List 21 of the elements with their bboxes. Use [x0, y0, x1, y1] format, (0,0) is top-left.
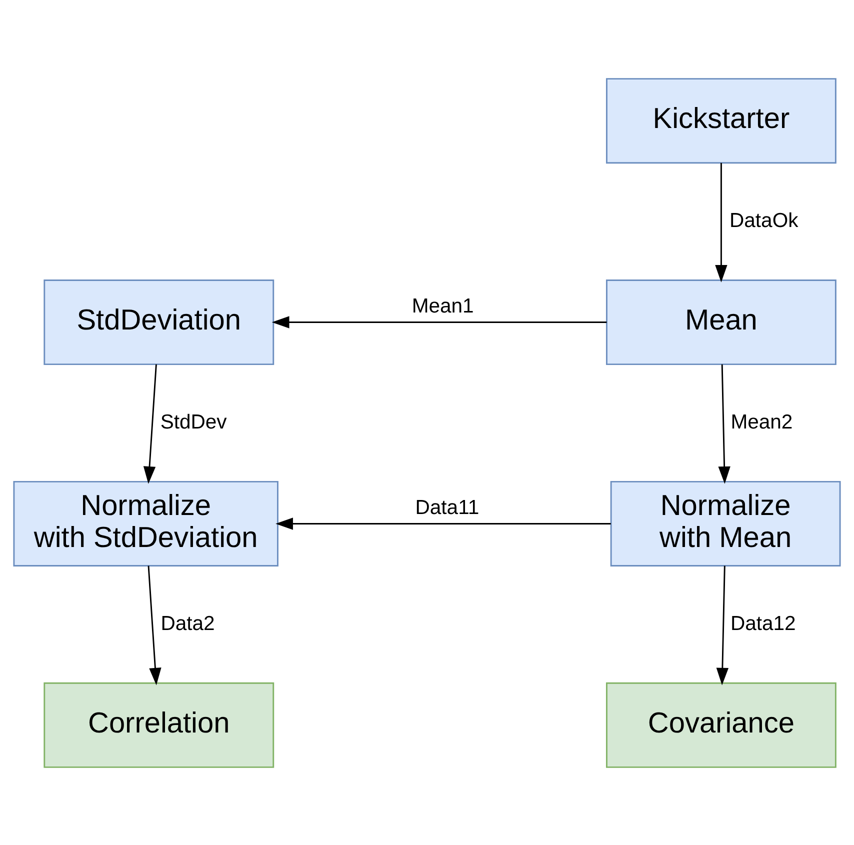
edge-label: Mean1 [412, 294, 474, 317]
arrow [716, 565, 729, 685]
node-box: Normalize with StdDeviation [13, 480, 278, 566]
arrow [272, 316, 607, 328]
arrow [143, 364, 157, 484]
edge-label: Data11 [415, 496, 480, 518]
node-box: Mean [606, 279, 836, 365]
arrow [718, 364, 730, 484]
node-box: Kickstarter [606, 78, 836, 164]
edge-label: Data12 [730, 612, 796, 634]
node-box: Covariance [606, 682, 836, 768]
node-box: Correlation [44, 682, 274, 768]
edge-label: Mean2 [730, 410, 793, 433]
node-box: StdDeviation [44, 279, 274, 365]
edge-label: DataOk [730, 209, 798, 232]
node-box: Normalize with Mean [610, 480, 841, 566]
edge-label: Data2 [160, 612, 215, 634]
arrow [276, 517, 611, 530]
edge-label: StdDev [160, 410, 227, 433]
arrow [715, 162, 728, 282]
arrow [148, 565, 162, 685]
